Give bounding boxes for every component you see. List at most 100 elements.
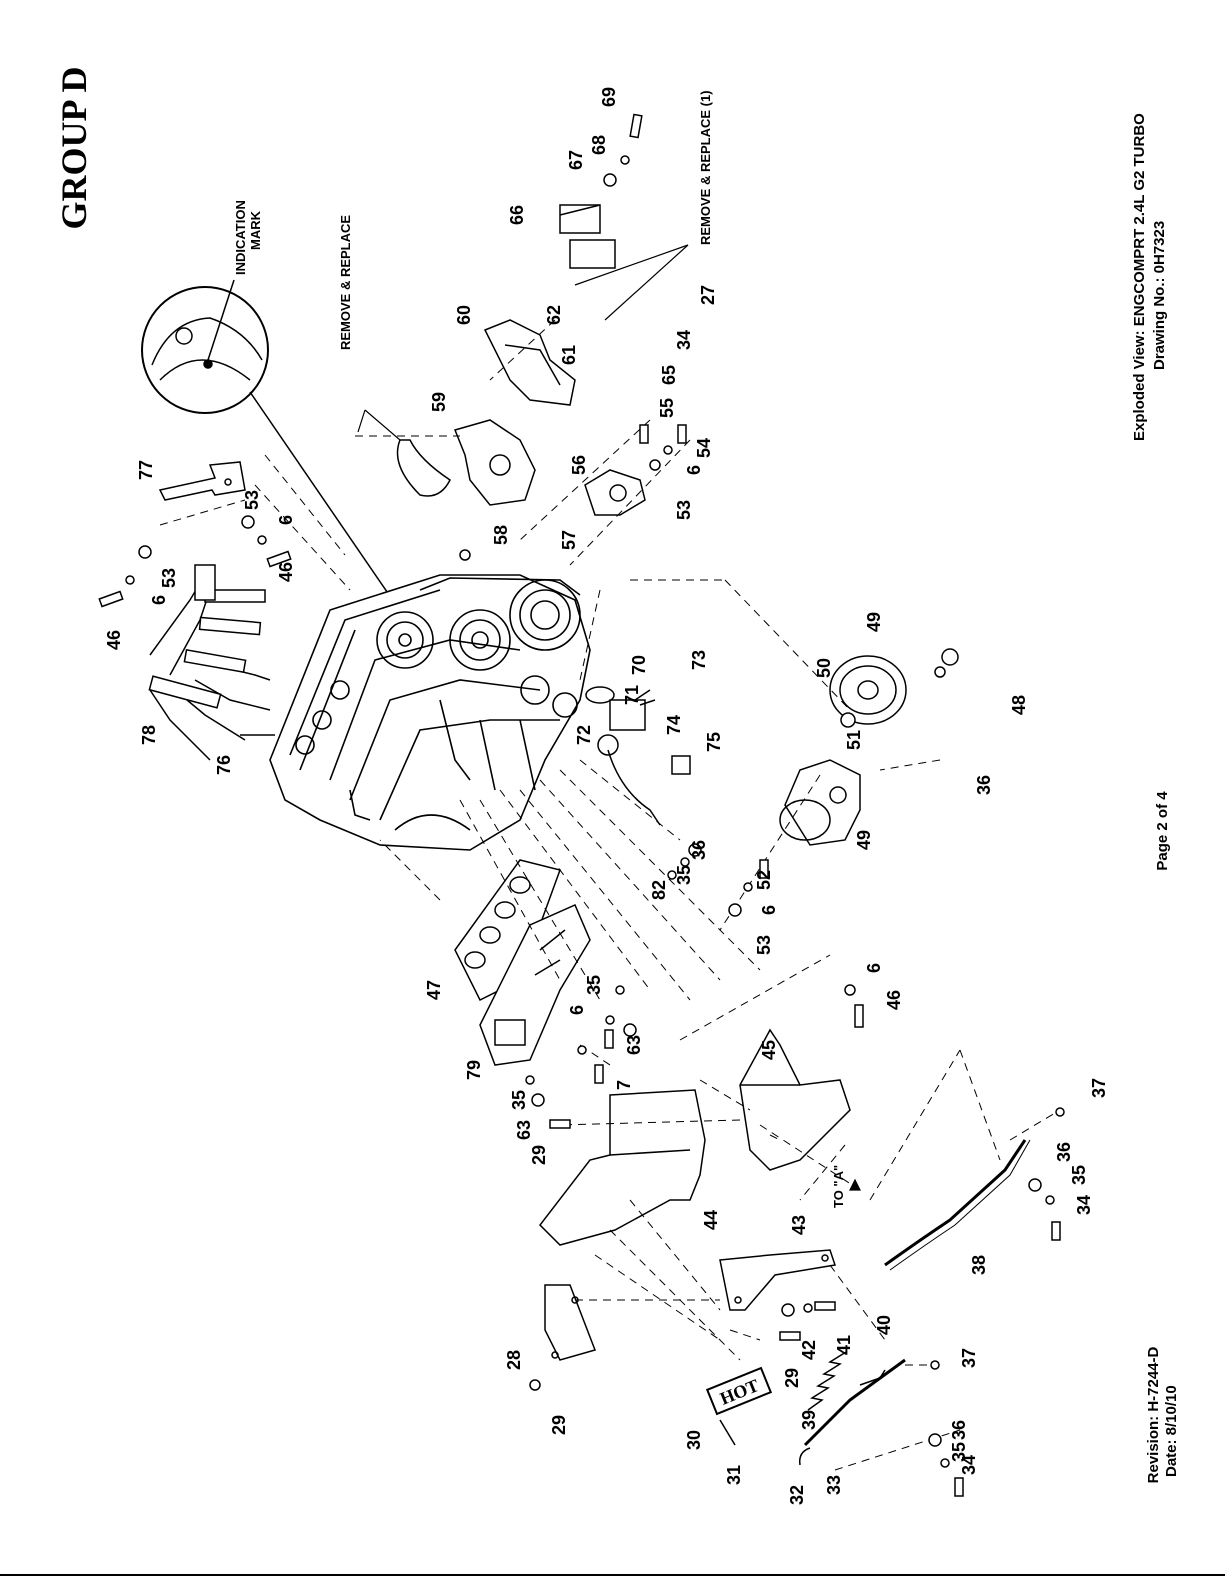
part-number-labels: 7746653536467876596061626667686927653455… [104, 87, 1109, 1505]
spring-39 [807, 1351, 847, 1411]
part-label-69: 69 [599, 87, 619, 107]
alternator-49 [779, 759, 861, 846]
part-label-39: 39 [799, 1410, 819, 1430]
part-label-74: 74 [664, 715, 684, 735]
part-label-61: 61 [559, 345, 579, 365]
part-label-56: 56 [569, 455, 589, 475]
part-label-68: 68 [589, 135, 609, 155]
part-label-47: 47 [424, 980, 444, 1000]
part-label-44: 44 [701, 1210, 721, 1230]
fasteners [98, 113, 1065, 1497]
part-label-60: 60 [454, 305, 474, 325]
part-label-55: 55 [657, 398, 677, 418]
indication-mark-label-1: INDICATION [233, 200, 248, 275]
water-pump-56 [584, 469, 646, 516]
part-label-72: 72 [574, 725, 594, 745]
part-label-58: 58 [491, 525, 511, 545]
dipstick-33 [798, 1358, 906, 1466]
part-label-34: 34 [1074, 1195, 1094, 1215]
part-label-78: 78 [139, 725, 159, 745]
to-a-label: TO "A" [831, 1165, 846, 1208]
part-label-33: 33 [824, 1475, 844, 1495]
part-label-7: 7 [614, 1080, 634, 1090]
part-label-46: 46 [276, 562, 296, 582]
part-label-30: 30 [684, 1430, 704, 1450]
part-label-71: 71 [622, 685, 642, 705]
bracket-77 [158, 461, 246, 501]
part-label-49: 49 [864, 612, 884, 632]
part-label-66: 66 [507, 205, 527, 225]
part-label-53: 53 [242, 490, 262, 510]
dipstick-tube-38 [884, 1139, 1031, 1271]
part-label-51: 51 [844, 730, 864, 750]
part-label-57: 57 [559, 530, 579, 550]
part-label-6: 6 [684, 465, 704, 475]
part-label-35: 35 [674, 865, 694, 885]
part-label-67: 67 [566, 150, 586, 170]
part-label-6: 6 [759, 905, 779, 915]
bracket-28 [544, 1284, 596, 1361]
leader-lines [159, 319, 1061, 1471]
part-label-32: 32 [787, 1485, 807, 1505]
part-label-36: 36 [689, 840, 709, 860]
part-label-49: 49 [854, 830, 874, 850]
engine-block [269, 574, 591, 851]
engine-mount-66 [559, 204, 616, 269]
part-label-63: 63 [514, 1120, 534, 1140]
heat-shield-44 [539, 1089, 706, 1246]
part-label-27: 27 [698, 285, 718, 305]
indication-mark-detail [141, 279, 421, 641]
part-label-6: 6 [149, 595, 169, 605]
part-label-35: 35 [584, 975, 604, 995]
part-label-73: 73 [689, 650, 709, 670]
part-label-37: 37 [1089, 1078, 1109, 1098]
part-label-46: 46 [104, 630, 124, 650]
part-label-76: 76 [214, 755, 234, 775]
part-label-77: 77 [136, 460, 156, 480]
part-label-35: 35 [949, 1442, 969, 1462]
part-label-31: 31 [724, 1465, 744, 1485]
part-label-37: 37 [959, 1348, 979, 1368]
part-label-28: 28 [504, 1350, 524, 1370]
part-label-38: 38 [969, 1255, 989, 1275]
part-label-82: 82 [649, 880, 669, 900]
part-label-53: 53 [159, 568, 179, 588]
part-label-53: 53 [674, 500, 694, 520]
part-label-36: 36 [1054, 1142, 1074, 1162]
callout-text: INDICATION MARK REMOVE & REPLACE REMOVE … [233, 90, 846, 1208]
part-label-65: 65 [659, 365, 679, 385]
pulley-50 [829, 655, 907, 725]
part-label-62: 62 [544, 305, 564, 325]
part-label-59: 59 [429, 392, 449, 412]
part-label-36: 36 [974, 775, 994, 795]
part-label-29: 29 [529, 1145, 549, 1165]
part-label-6: 6 [567, 1005, 587, 1015]
part-label-29: 29 [782, 1368, 802, 1388]
part-label-34: 34 [674, 330, 694, 350]
callout-arrows [357, 244, 861, 1191]
bracket-43 [719, 1249, 836, 1311]
part-label-45: 45 [759, 1040, 779, 1060]
part-label-79: 79 [464, 1060, 484, 1080]
part-label-6: 6 [276, 515, 296, 525]
part-label-42: 42 [799, 1340, 819, 1360]
page-bottom-rule [0, 1574, 1225, 1576]
part-label-35: 35 [509, 1090, 529, 1110]
part-label-6: 6 [864, 963, 884, 973]
part-label-41: 41 [834, 1335, 854, 1355]
part-label-40: 40 [874, 1315, 894, 1335]
part-label-36: 36 [949, 1420, 969, 1440]
exhaust-manifold-79 [479, 904, 591, 1066]
part-label-35: 35 [1069, 1165, 1089, 1185]
timing-components [396, 319, 576, 506]
part-label-43: 43 [789, 1215, 809, 1235]
heat-shield-45 [739, 1028, 851, 1171]
part-label-53: 53 [754, 935, 774, 955]
part-label-29: 29 [549, 1415, 569, 1435]
remove-replace-label: REMOVE & REPLACE [338, 215, 353, 350]
part-label-34: 34 [959, 1455, 979, 1475]
part-label-54: 54 [694, 438, 714, 458]
part-label-50: 50 [814, 658, 834, 678]
